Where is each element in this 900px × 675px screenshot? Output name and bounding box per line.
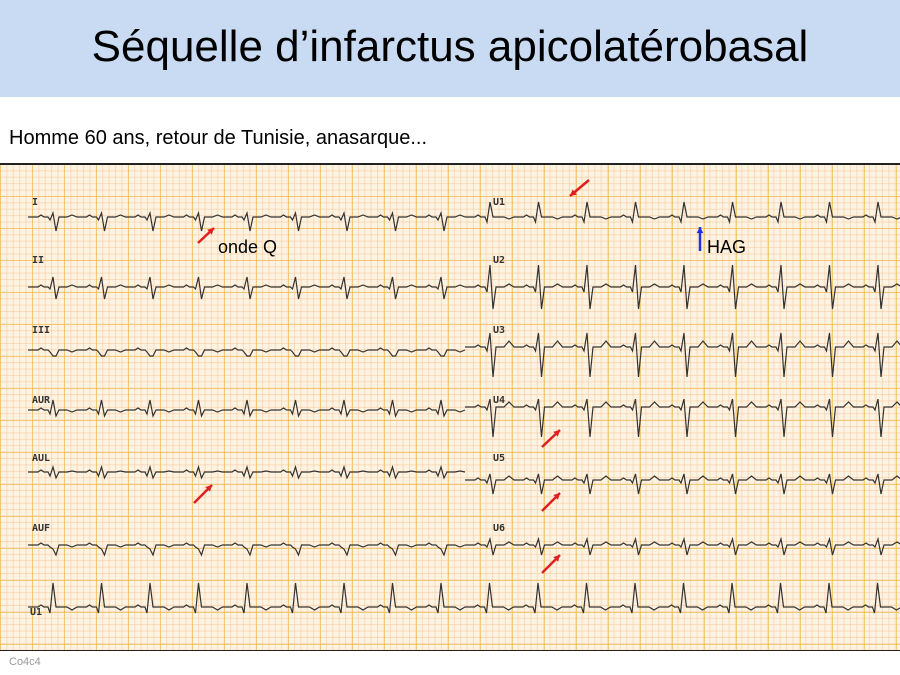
trace-v2 — [465, 264, 900, 310]
lafb-arrow-icon — [696, 227, 704, 251]
v1-arrow-icon — [569, 179, 590, 197]
v6-arrow-icon — [541, 554, 561, 574]
v5-arrow-icon — [541, 492, 561, 512]
trace-rhythm — [28, 582, 900, 614]
trace-i — [28, 210, 466, 232]
lead-label-v2: U2 — [493, 255, 506, 266]
trace-ii — [28, 276, 466, 300]
trace-v5 — [465, 473, 900, 495]
trace-avr — [28, 399, 466, 418]
v4-arrow-icon — [541, 429, 561, 448]
lead-label-i: I — [32, 197, 39, 208]
trace-v4 — [465, 398, 900, 438]
q-wave-arrow-icon — [197, 227, 215, 244]
lead-label-v5: U5 — [493, 453, 506, 464]
lead-label-rhythm-v1: U1 — [30, 607, 43, 618]
lafb-label: HAG — [707, 237, 747, 257]
lead-label-v4: U4 — [493, 395, 506, 406]
avl-arrow-icon — [193, 484, 213, 504]
ecg-tracing: I II III AUR AUL AUF U1 U1 U2 U3 U4 U5 U… — [0, 163, 900, 651]
lead-label-avl: AUL — [32, 453, 51, 464]
lead-label-avr: AUR — [32, 395, 51, 406]
trace-v3 — [465, 332, 900, 378]
ecg-waveforms — [28, 179, 900, 614]
title-bar — [0, 0, 900, 97]
trace-avf — [28, 542, 466, 557]
trace-v6 — [465, 536, 900, 556]
lead-label-v3: U3 — [493, 325, 506, 336]
lead-label-iii: III — [32, 325, 51, 336]
trace-avl — [28, 464, 466, 480]
trace-iii — [28, 347, 466, 357]
lead-label-avf: AUF — [32, 523, 51, 534]
lead-label-ii: II — [32, 255, 45, 266]
slide-footer: Co4c4 — [9, 656, 41, 668]
lead-label-v1: U1 — [493, 197, 506, 208]
lead-label-v6: U6 — [493, 523, 506, 534]
slide-title: Séquelle d’infarctus apicolatérobasal — [91, 22, 809, 71]
trace-v1 — [465, 201, 900, 225]
q-wave-label: onde Q — [218, 237, 278, 257]
slide-subtitle: Homme 60 ans, retour de Tunisie, anasarq… — [9, 127, 428, 149]
